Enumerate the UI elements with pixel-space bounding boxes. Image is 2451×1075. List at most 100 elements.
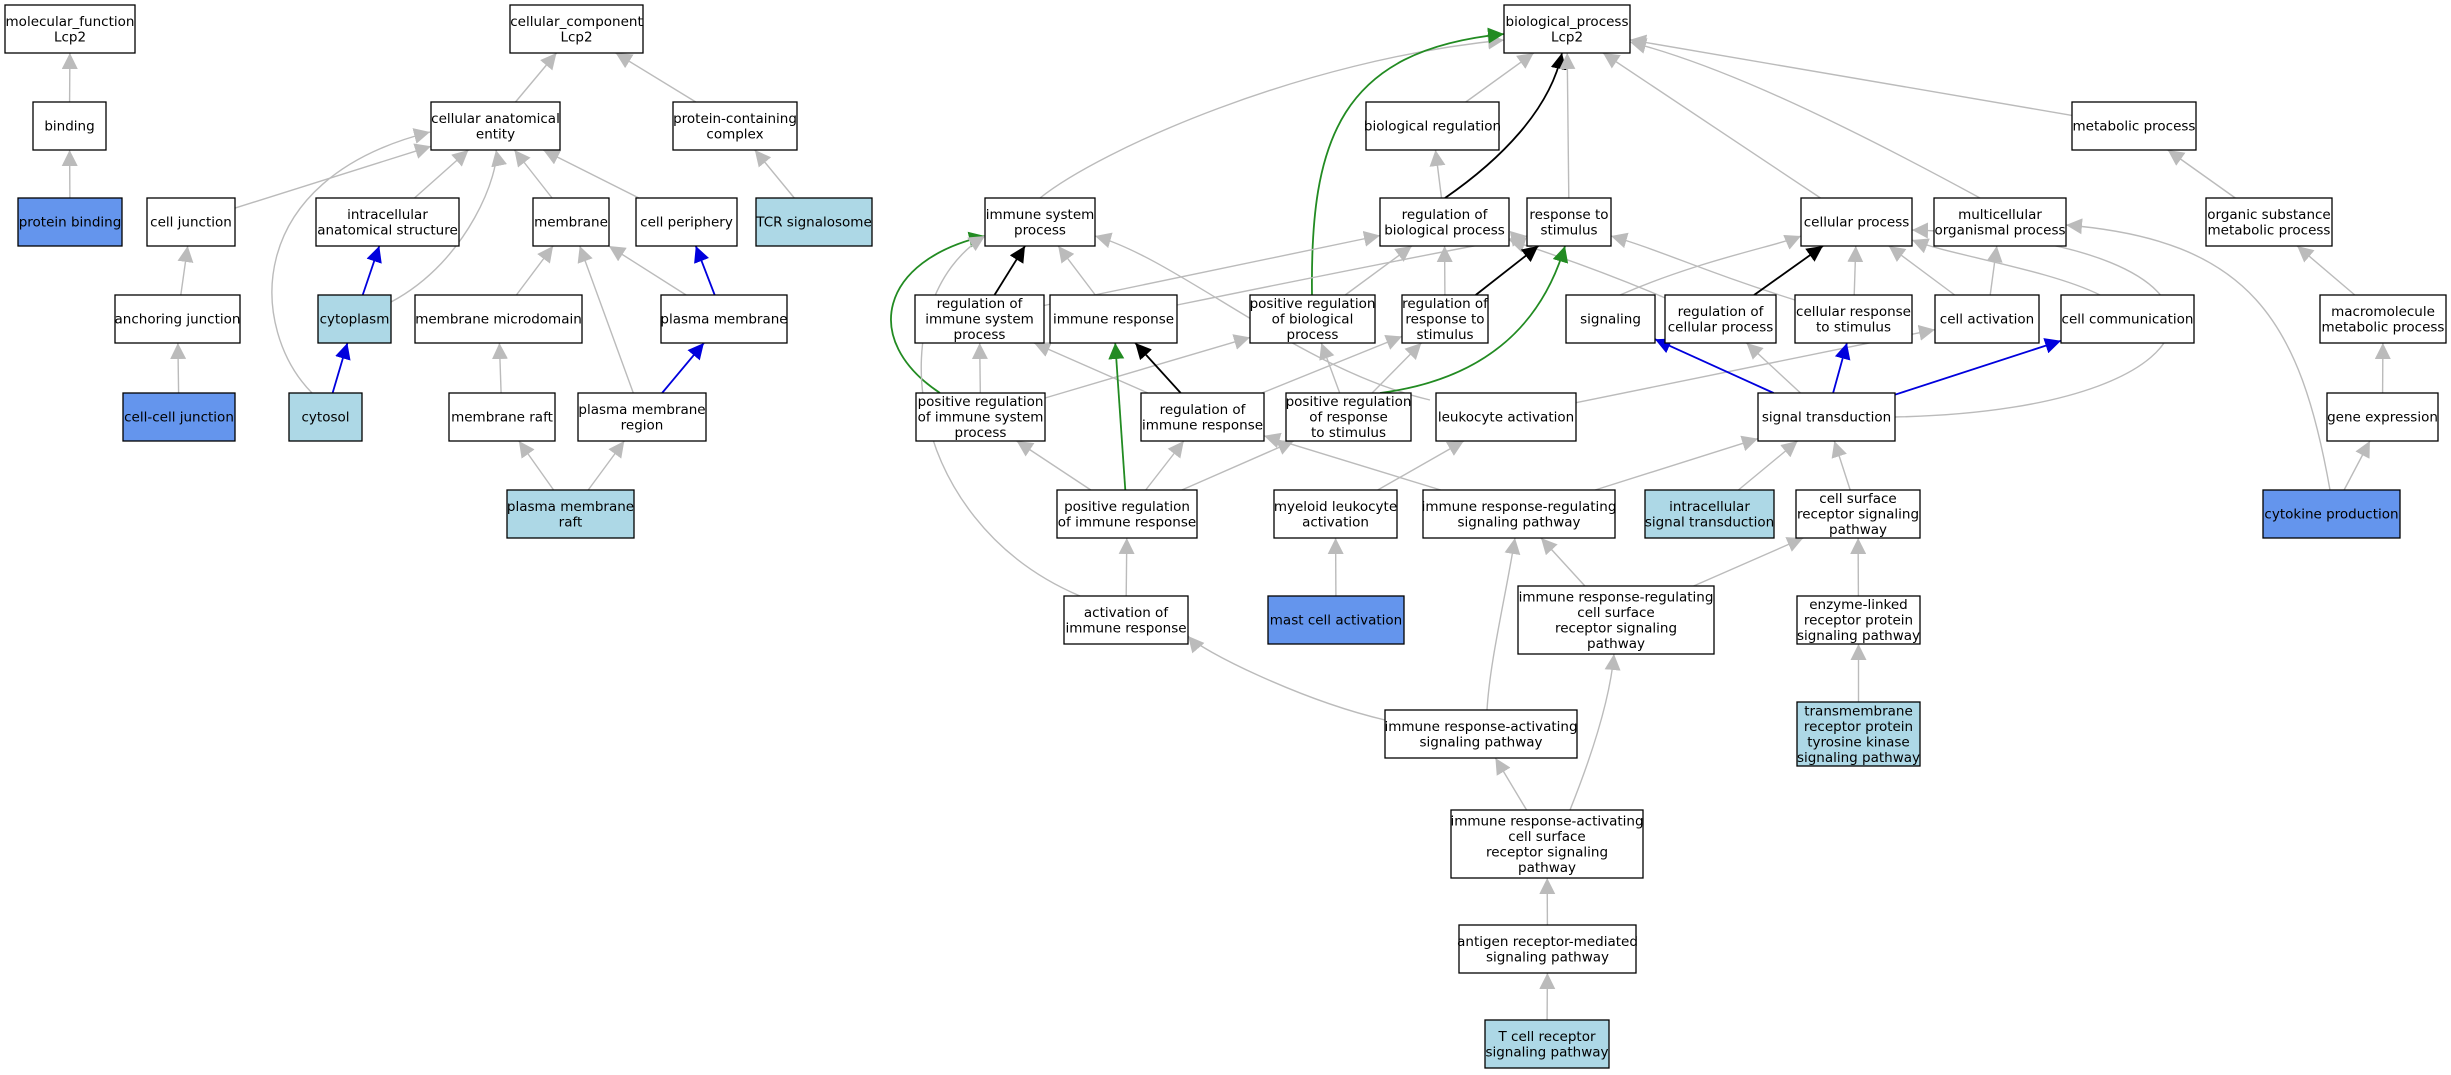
node-box [288,392,363,442]
node-box [2326,392,2439,442]
node-box [1517,585,1715,655]
node-label: membrane raft [451,410,553,426]
edge-tcr-sig-to-pcc [754,149,795,199]
edge-cellular-process-to-bp [1602,52,1821,199]
node-label: regulation of [1402,296,1489,312]
node-label: Lcp2 [1551,29,1583,45]
edge-membrane-raft-to-membrane-microdomain [491,342,508,394]
node-label: gene expression [2327,410,2438,426]
node-box [17,197,123,247]
edge-cell-comm-to-cellular-process [1911,238,2101,296]
node-leukocyte-act: leukocyte activation [1435,392,1577,442]
node-box [1796,701,1921,767]
edge-pos-reg-immune-resp-to-pos-reg-resp-stim [1181,440,1294,491]
edge-irr-sig-to-reg-immune-resp [1263,432,1441,491]
edge-anchoring-junction-to-cell-junction [177,245,194,296]
node-label: activation [1302,514,1369,530]
edge-cytokine-prod-to-gene-expr [2343,440,2371,491]
edge-cytosol-to-cytoplasm [331,342,351,394]
edge-cytosol-to-cae [271,128,431,394]
node-label: receptor protein [1804,613,1913,629]
node-box [1800,197,1913,247]
node-box [122,392,236,442]
node-label: regulation of [937,296,1024,312]
node-tcr-sig: TCR signalosome [755,197,873,247]
node-label: regulation of [1160,402,1247,418]
node-label: positive regulation [918,394,1044,410]
node-box [1458,924,1637,974]
node-box [2262,489,2401,539]
node-label: organismal process [1934,222,2065,238]
node-label: Lcp2 [560,29,592,45]
node-label: signal transduction [1762,410,1891,426]
node-label: mast cell activation [1270,613,1402,629]
node-label: membrane microdomain [415,312,582,328]
node-label: transmembrane [1804,703,1913,719]
node-label: cell activation [1940,312,2034,328]
edge-cytoplasm-to-cae [390,149,507,303]
node-box [1796,595,1921,645]
node-label: complex [706,126,763,142]
edge-myeloid-act-to-leukocyte-act [1377,440,1465,491]
edge-reg-resp-stim-to-resp-stim [1475,245,1539,296]
edge-reg-immune-sys-to-immune-sys [993,245,1026,296]
node-label: activation of [1084,605,1169,621]
edge-ias-to-cae [414,149,469,199]
node-label: immune response-regulating [1519,589,1714,605]
edge-plasma-membrane-to-cell-periphery [694,245,716,296]
node-label: immune system [925,312,1034,328]
edge-cell-resp-stim-to-cellular-process [1847,245,1864,296]
node-label: immune response [1142,417,1263,433]
edge-ira-csr-to-irr-csr [1569,653,1621,811]
node-label: signaling pathway [1457,514,1580,530]
node-box [1401,294,1489,344]
node-label: leukocyte activation [1438,410,1574,426]
node-label: cell surface [1819,491,1896,507]
node-label: regulation of [1402,207,1489,223]
node-box [1794,294,1913,344]
node-box [1056,489,1198,539]
node-label: biological_process [1506,14,1629,30]
edge-cell-periphery-to-cae [542,149,640,199]
edge-signal-trans-to-cell-resp-stim [1832,342,1851,394]
node-label: immune response-activating [1384,719,1577,735]
edge-cell-activation-to-multicellular [1986,245,2003,296]
edge-cell-cell-junction-to-anchoring-junction [170,342,187,394]
edge-macromolecule-to-organic-subst [2296,245,2356,296]
node-label: intracellular [347,207,428,223]
node-label: pathway [1518,860,1576,876]
node-cytoplasm: cytoplasm [317,294,392,344]
node-box [915,392,1046,442]
node-box [114,294,241,344]
node-label: intracellular [1669,499,1750,515]
node-box [146,197,236,247]
node-box [1503,4,1631,54]
node-label: cellular process [1668,319,1774,335]
node-label: response to [1405,312,1484,328]
edge-cell-resp-stim-to-resp-stim [1610,232,1796,301]
edge-cell-activation-to-cellular-process [1888,245,1956,296]
node-label: cytokine production [2264,507,2398,523]
edge-cytokine-prod-to-multicellular [2065,218,2331,491]
node-immune-resp: immune response [1049,294,1178,344]
edge-ira-sig-to-irr-sig [1486,537,1521,711]
node-label: of immune response [1058,514,1196,530]
node-label: plasma membrane [660,312,787,328]
node-box [414,294,583,344]
node-label: myeloid leukocyte [1274,499,1397,515]
edge-resp-stim-to-bp [1559,52,1576,199]
node-label: signaling pathway [1797,750,1920,766]
